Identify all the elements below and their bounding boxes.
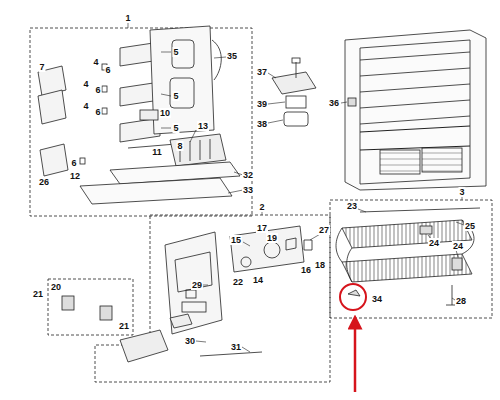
callout-number: 10 [159,108,171,118]
callout-number: 5 [172,91,179,101]
callout-number: 26 [38,177,50,187]
callout-number: 5 [172,47,179,57]
highlight-circle [340,284,366,310]
group-outline [48,279,133,335]
callout-number: 30 [184,336,196,346]
callout-number: 16 [300,265,312,275]
dispenser-assembly [62,226,312,362]
leader-line [128,23,464,352]
callout-number: 20 [50,282,62,292]
callout-number: 4 [92,57,99,67]
callout-number: 8 [176,141,183,151]
callout-number: 28 [455,296,467,306]
bin-clip [80,64,107,164]
callout-number: 15 [230,235,242,245]
callout-number: 24 [428,238,440,248]
door-bin [38,42,160,176]
callout-number: 31 [230,342,242,352]
callout-number: 27 [318,225,330,235]
callout-number: 35 [226,51,238,61]
door-liner [150,26,214,134]
callout-number: 32 [242,170,254,180]
callout-number: 22 [232,277,244,287]
highlight-arrow [354,322,357,392]
group-outline [95,215,330,382]
callout-number: 38 [256,119,268,129]
callout-number: 33 [242,185,254,195]
ice-tray [170,134,226,166]
callout-number: 12 [69,171,81,181]
callout-number: 21 [118,321,130,331]
callout-number: 29 [191,280,203,290]
ice-maker [272,72,316,94]
callout-number: 11 [151,147,163,157]
group-outline [30,28,252,216]
callout-number: 2 [258,202,265,212]
callout-number: 24 [452,241,464,251]
callout-number: 7 [38,62,45,72]
callout-number: 23 [346,201,358,211]
callout-number: 3 [458,187,465,197]
refrigerator-cabinet [345,30,486,190]
callout-number: 6 [94,85,101,95]
callout-number: 18 [314,260,326,270]
evaporator [336,208,480,305]
callout-number: 37 [256,67,268,77]
callout-number: 1 [124,13,131,23]
callout-number: 25 [464,221,476,231]
callout-number: 13 [197,121,209,131]
callout-number: 6 [94,107,101,117]
group-outline [330,200,492,318]
callout-number: 19 [266,233,278,243]
callout-number: 39 [256,99,268,109]
callout-number: 6 [104,65,111,75]
callout-number: 5 [172,123,179,133]
callout-number: 34 [371,294,383,304]
callout-number: 36 [328,98,340,108]
callout-number: 6 [70,158,77,168]
callout-number: 14 [252,275,264,285]
callout-number: 4 [82,79,89,89]
callout-number: 4 [82,101,89,111]
callout-number: 17 [256,223,268,233]
plate [80,178,232,204]
callout-number: 21 [32,289,44,299]
